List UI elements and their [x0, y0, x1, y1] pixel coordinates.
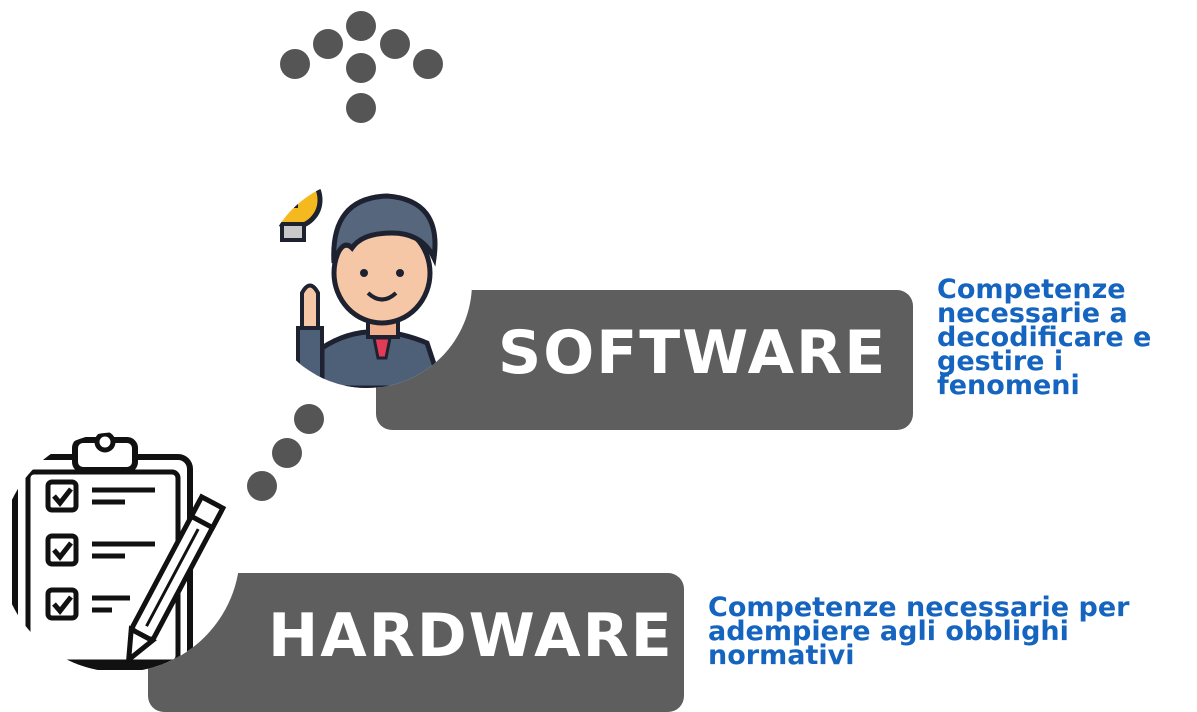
arrow-dot: [380, 29, 410, 59]
hardware-bar: [148, 573, 684, 712]
arrow-dot: [346, 53, 376, 83]
arrow-dot: [346, 11, 376, 41]
businessman-idea-icon: [263, 178, 445, 388]
arrow-dot: [313, 29, 343, 59]
path-dot: [272, 438, 302, 468]
hardware-label: HARDWARE: [268, 601, 674, 671]
hardware-description: Competenze necessarie per adempiere agli…: [708, 592, 1130, 671]
path-dot: [294, 404, 324, 434]
arrow-dot: [346, 93, 376, 123]
arrow-dot: [413, 49, 443, 79]
checklist-pen-icon: [12, 432, 227, 670]
software-icon-circle: [262, 178, 472, 388]
hardware-icon-circle: [0, 432, 240, 672]
path-dot: [247, 471, 277, 501]
software-label: SOFTWARE: [498, 318, 888, 388]
software-description: Competenze necessarie a decodificare e g…: [937, 274, 1152, 401]
arrow-dot: [280, 49, 310, 79]
